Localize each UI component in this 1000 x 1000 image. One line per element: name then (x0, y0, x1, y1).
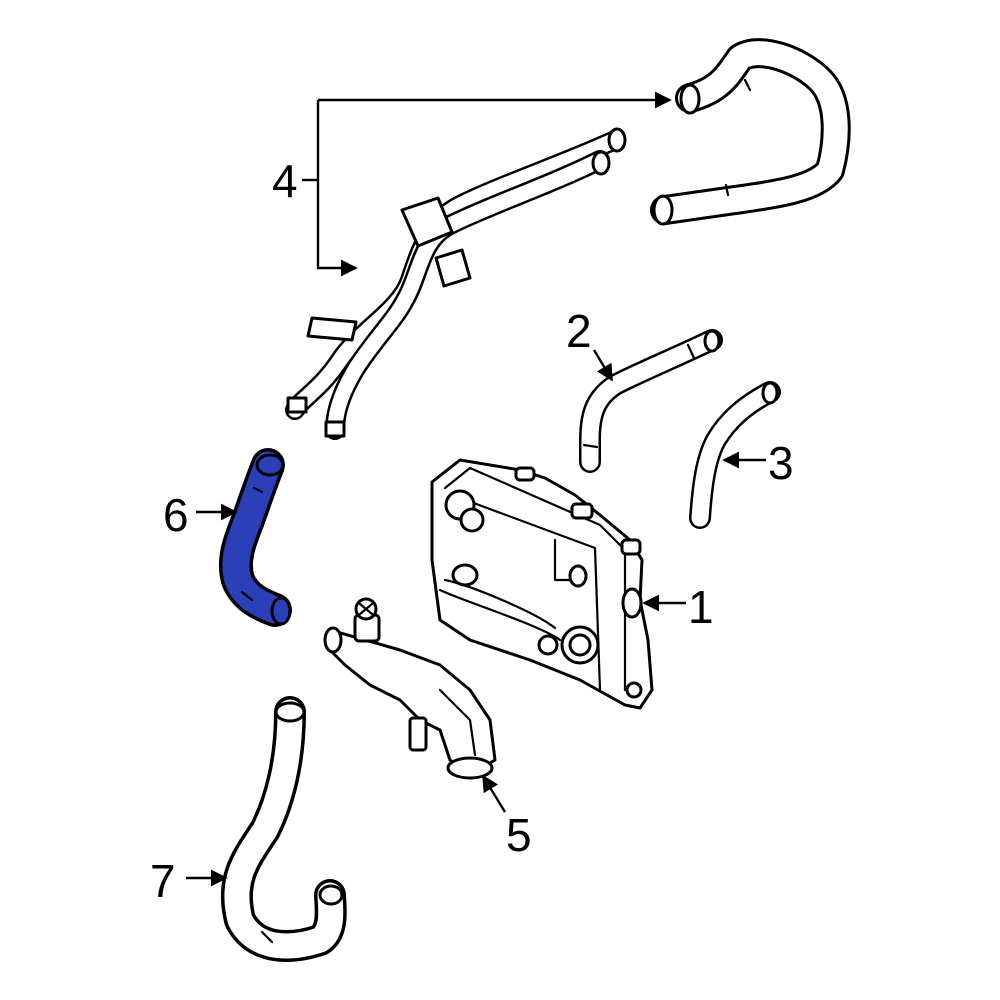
callout-1: 1 (688, 581, 714, 633)
callout-6: 6 (163, 489, 189, 541)
leader-5 (481, 774, 507, 813)
leader-2 (592, 349, 614, 382)
callout-5: 5 (506, 809, 532, 861)
leader-lines (186, 91, 766, 887)
leader-4-bottom (316, 100, 358, 277)
callout-3: 3 (768, 437, 794, 489)
part-1-oil-cooler[interactable] (430, 458, 654, 710)
part-7-hose[interactable] (220, 696, 347, 962)
part-4-pipe-assembly[interactable] (285, 127, 627, 440)
callout-4: 4 (272, 155, 298, 207)
part-3-hose[interactable] (689, 381, 781, 529)
part-5-fitting[interactable] (323, 597, 497, 780)
part-2-hose[interactable] (579, 329, 723, 473)
part-4-upper-hose[interactable] (650, 38, 851, 226)
callout-7: 7 (150, 855, 176, 907)
callout-2: 2 (566, 305, 592, 357)
part-6-hose-highlighted[interactable] (218, 448, 292, 627)
